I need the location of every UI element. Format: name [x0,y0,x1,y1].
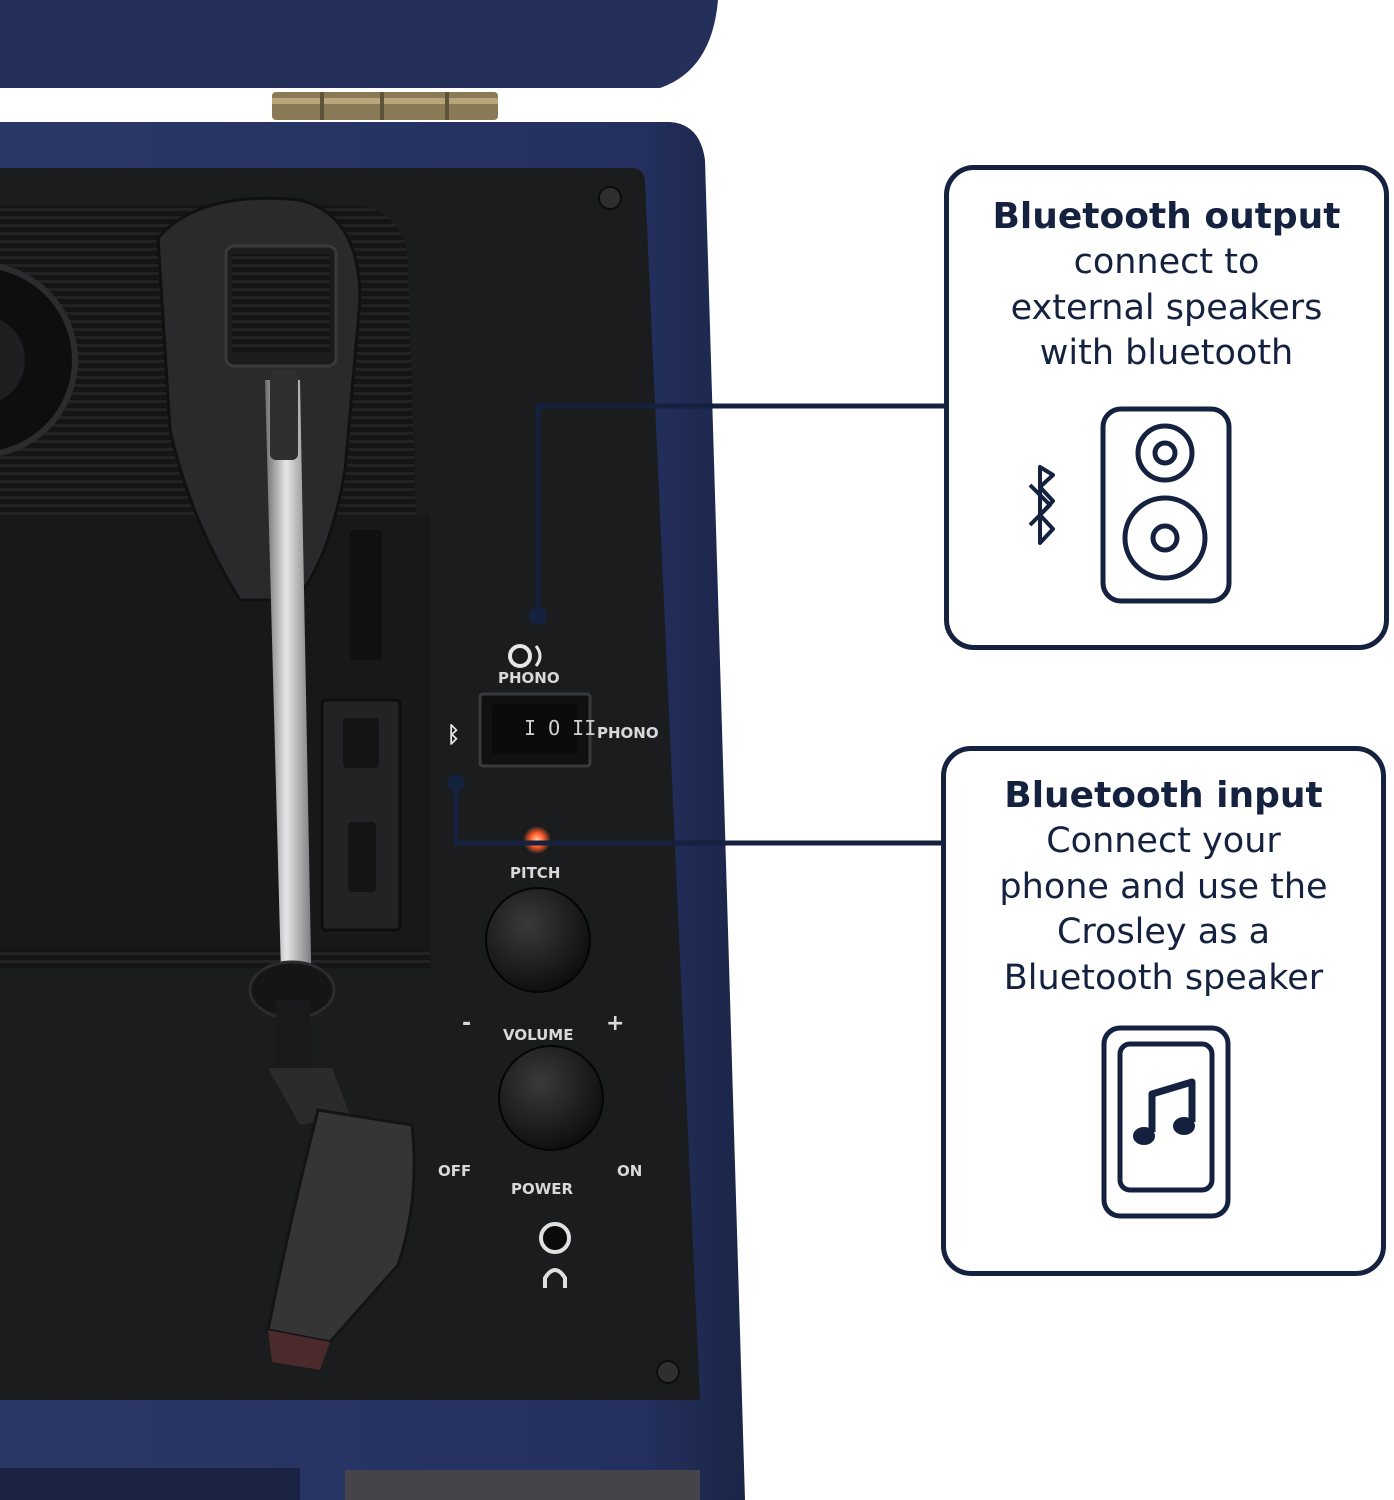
callout-body: Connect your phone and use the Crosley a… [999,821,1328,998]
phone-music-icon [1101,1025,1231,1219]
arm-rest [320,698,402,932]
label-phono-right: PHONO [597,724,659,742]
callout-title: Bluetooth output [992,196,1341,237]
label-off: OFF [438,1162,471,1180]
label-pitch: PITCH [510,864,560,882]
cartridge [266,1108,416,1344]
headphone-jack[interactable] [539,1222,571,1254]
tonearm-tube [265,380,312,1010]
speaker-small-icon [508,644,532,668]
label-minus: - [462,1011,471,1036]
connector-line-input [453,783,943,846]
headphone-icon [543,1268,567,1288]
callout-body: connect to external speakers with blueto… [1010,242,1323,373]
lever [350,530,382,660]
svg-text:I O II: I O II [524,716,596,740]
label-power: POWER [511,1180,574,1198]
connector-line-output [535,403,946,616]
spindle [0,264,78,456]
label-volume: VOLUME [503,1026,573,1044]
screw-icon [598,186,622,210]
callout-title: Bluetooth input [1004,775,1323,816]
volume-knob[interactable] [498,1045,604,1151]
power-indicator-led [523,826,551,854]
bluetooth-icon: ᛒ [447,723,460,748]
label-plus: + [606,1011,624,1036]
label-on: ON [617,1162,642,1180]
screw-icon [656,1360,680,1384]
speaker-icon [1028,406,1232,604]
lid [0,0,718,88]
pitch-knob[interactable] [485,887,591,993]
bluetooth-icon [1028,465,1055,545]
label-phono-top: PHONO [498,669,560,687]
music-note-icon [1148,1078,1196,1132]
hinge [272,92,498,120]
